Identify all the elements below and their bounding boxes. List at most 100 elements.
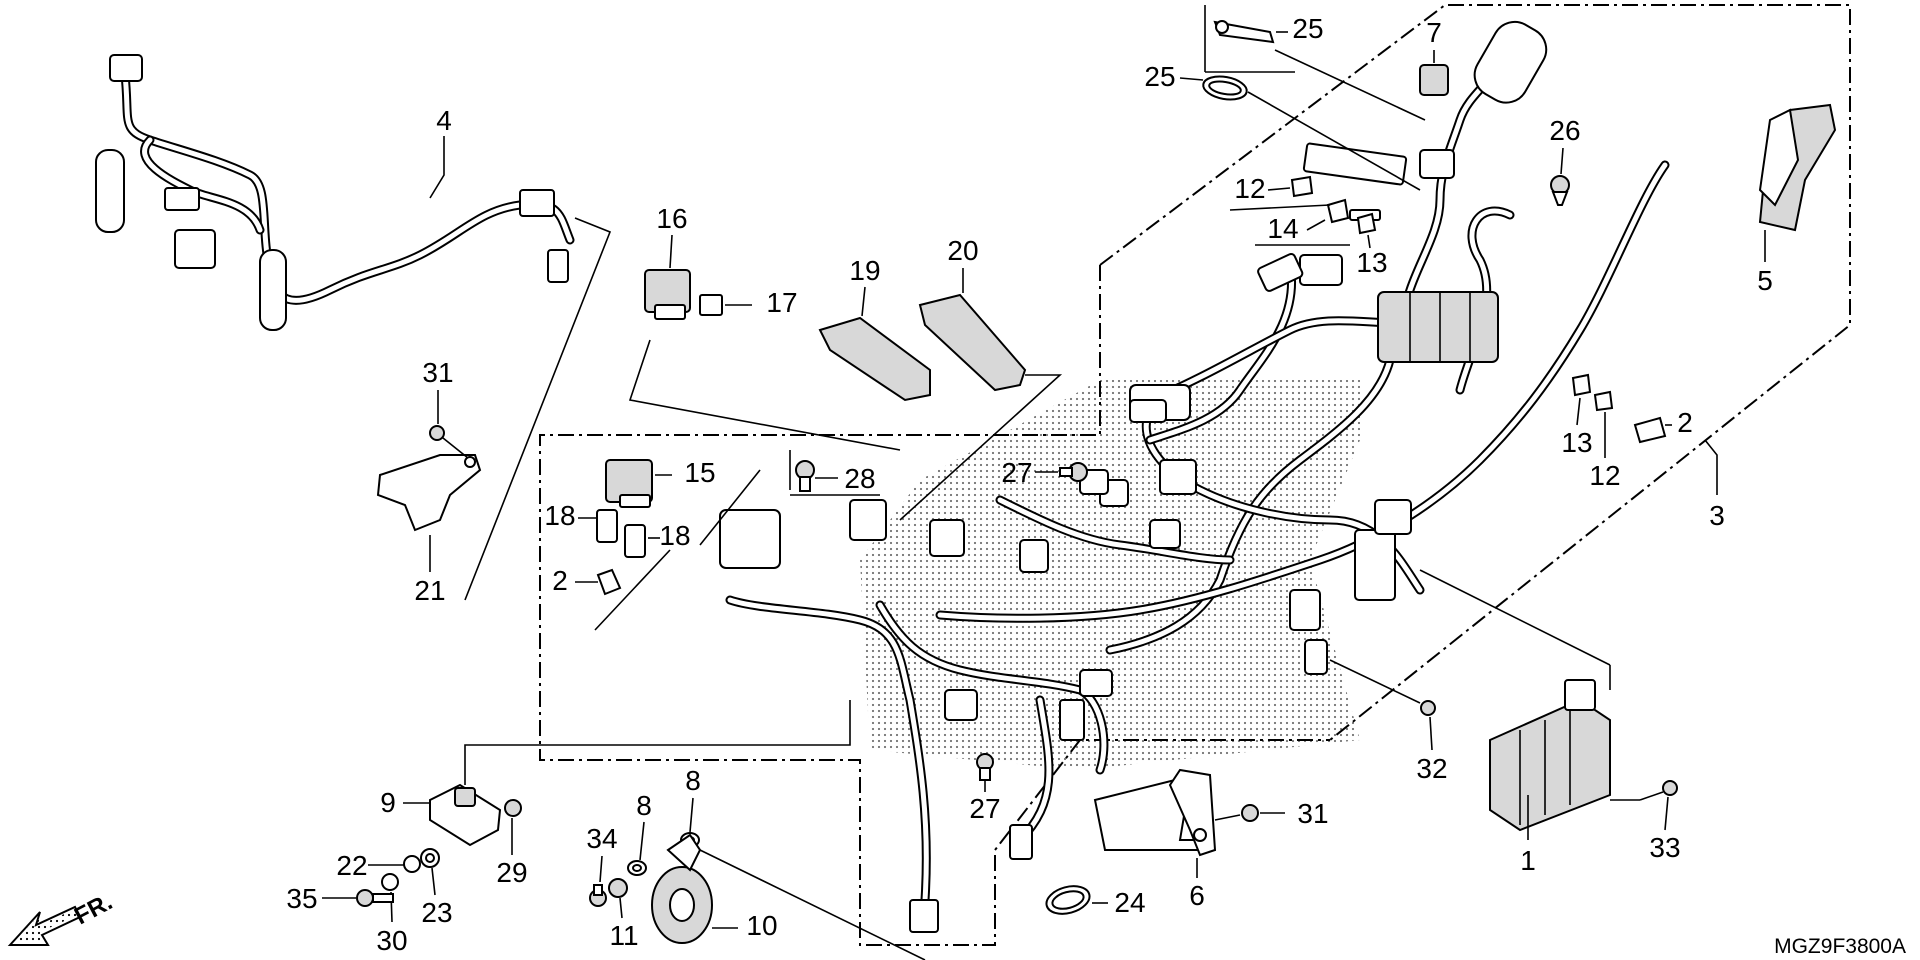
leader-15-18-group — [594, 549, 671, 631]
leader-13-lower — [1576, 397, 1581, 426]
callout-30: 30 — [376, 925, 407, 956]
fuse-part-2-right[interactable] — [1633, 416, 1667, 444]
leader-12-upper — [1267, 187, 1291, 191]
leader-8-right — [689, 797, 694, 833]
callout-23: 23 — [421, 897, 452, 928]
callout-12-upper: 12 — [1234, 173, 1265, 204]
leader-25-lower — [1179, 77, 1204, 81]
bracket-part-9[interactable] — [429, 783, 502, 847]
callout-17: 17 — [766, 287, 797, 318]
leader-8-left — [639, 821, 645, 861]
clip-part-27-upper[interactable] — [1059, 462, 1088, 482]
relay-part-18-left[interactable] — [596, 509, 618, 543]
callout-12-lower: 12 — [1589, 460, 1620, 491]
leader-19-20-box — [899, 374, 1063, 521]
bracket-part-21[interactable] — [376, 454, 482, 532]
nut-part-31-lower[interactable] — [1241, 804, 1259, 822]
nut-part-29[interactable] — [504, 799, 522, 817]
clip-part-28[interactable] — [795, 460, 815, 492]
callout-22: 22 — [336, 850, 367, 881]
washer-part-23[interactable] — [420, 848, 440, 868]
callout-25-upper: 25 — [1292, 13, 1323, 44]
leader-23 — [431, 867, 436, 896]
callout-18-left: 18 — [544, 500, 575, 531]
callout-28: 28 — [844, 463, 875, 494]
callout-5: 5 — [1757, 265, 1773, 296]
fuse-box-part-20[interactable] — [818, 316, 931, 402]
clip-part-26[interactable] — [1550, 175, 1570, 206]
clip-part-27-lower[interactable] — [976, 753, 994, 781]
leader-25-box-b — [1274, 49, 1426, 121]
callout-13-lower: 13 — [1561, 427, 1592, 458]
leader-1-box — [1419, 569, 1611, 666]
leader-4-box — [464, 217, 612, 601]
callout-11: 11 — [609, 920, 638, 951]
leader-14 — [1306, 219, 1326, 231]
cover-part-5[interactable] — [1758, 103, 1837, 232]
leader-4 — [429, 136, 445, 199]
main-wire-harness-part-3[interactable] — [719, 14, 1670, 933]
callout-1: 1 — [1520, 845, 1536, 876]
connector-part-7[interactable] — [1419, 64, 1449, 96]
callout-8-left: 8 — [636, 790, 652, 821]
bolt-part-11[interactable] — [608, 878, 628, 898]
leader-11 — [619, 897, 623, 919]
direction-label: FR. — [70, 888, 117, 930]
relay-part-18-right[interactable] — [624, 524, 646, 558]
callout-20: 19 — [849, 255, 880, 286]
clip-part-12-upper[interactable] — [1290, 175, 1314, 198]
bolt-part-32[interactable] — [1420, 700, 1436, 716]
group-boundary-right — [1099, 4, 1851, 741]
fuse-part-17[interactable] — [699, 294, 723, 316]
callout-6: 6 — [1189, 880, 1205, 911]
leader-34 — [599, 855, 603, 883]
band-part-24[interactable] — [1043, 882, 1092, 919]
leader-26 — [1560, 147, 1564, 175]
callout-16: 16 — [656, 203, 687, 234]
callout-33: 33 — [1649, 832, 1680, 863]
band-part-25-upper[interactable] — [1213, 20, 1275, 44]
washer-part-30[interactable] — [381, 873, 399, 891]
bracket-part-6[interactable] — [1093, 768, 1217, 857]
callout-27-lower: 27 — [969, 793, 1000, 824]
leader-16 — [669, 234, 673, 269]
fuse-part-2-left[interactable] — [596, 568, 622, 596]
bolt-part-35[interactable] — [356, 889, 394, 907]
clip-part-14[interactable] — [1326, 198, 1350, 224]
callout-34: 34 — [586, 823, 617, 854]
relay-part-16[interactable] — [644, 269, 691, 320]
bolt-part-34[interactable] — [589, 884, 607, 907]
callout-26: 26 — [1549, 115, 1580, 146]
washer-part-22[interactable] — [403, 855, 421, 873]
leader-16-box — [628, 339, 901, 451]
clip-part-12-lower[interactable] — [1593, 390, 1614, 412]
fuse-box-part-19[interactable] — [918, 293, 1027, 392]
callout-2-left: 2 — [552, 565, 568, 596]
leader-33 — [1664, 796, 1669, 831]
callout-4: 4 — [436, 105, 452, 136]
leader-15-18-group-b — [699, 469, 761, 546]
regulator-part-1[interactable] — [1489, 679, 1611, 832]
band-part-25-lower[interactable] — [1201, 73, 1248, 102]
washer-part-8-left[interactable] — [627, 860, 647, 876]
callout-31-upper: 31 — [422, 357, 453, 388]
leader-32-b — [1329, 659, 1421, 704]
callout-8-right: 8 — [685, 765, 701, 796]
callout-7: 7 — [1426, 17, 1442, 48]
callout-3: 3 — [1709, 500, 1725, 531]
clip-part-13-lower[interactable] — [1571, 373, 1592, 397]
leader-20 — [861, 286, 866, 317]
callout-9: 9 — [380, 787, 396, 818]
horn-part-10[interactable] — [651, 833, 713, 944]
relay-part-15[interactable] — [605, 459, 653, 508]
leader-10-box — [699, 849, 926, 960]
callout-25-lower: 25 — [1144, 61, 1175, 92]
clip-part-13-upper[interactable] — [1356, 212, 1377, 235]
sub-harness-part-4[interactable] — [95, 54, 575, 331]
callout-35: 35 — [286, 883, 317, 914]
bolt-part-31-upper[interactable] — [429, 425, 445, 441]
bolt-part-33[interactable] — [1639, 780, 1678, 801]
callout-29: 29 — [496, 857, 527, 888]
callout-27-upper: 27 — [1001, 457, 1032, 488]
